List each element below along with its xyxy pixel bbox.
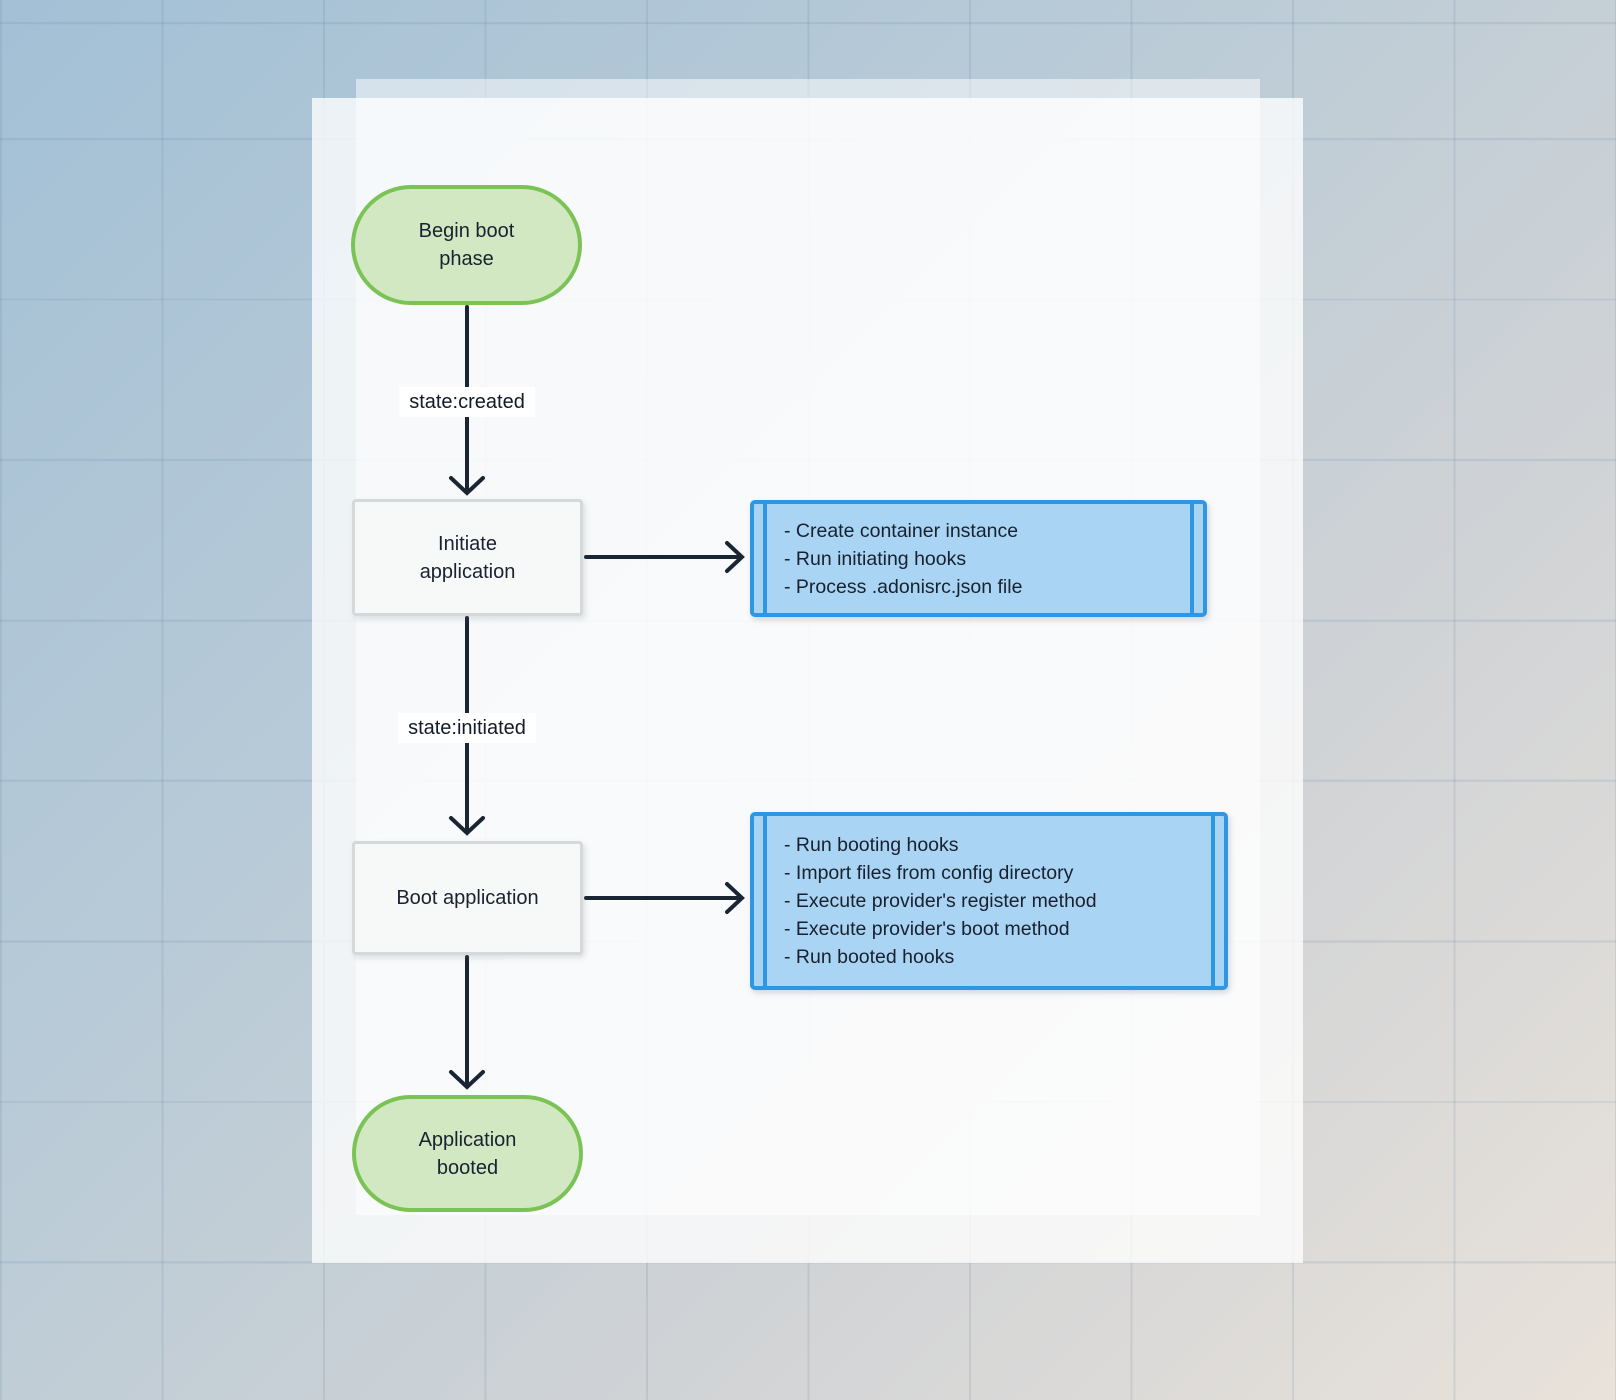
task-box-boot: - Run booting hooks - Import files from … <box>750 812 1228 990</box>
task-item: - Execute provider's register method <box>784 890 1097 912</box>
node-application-booted: Application booted <box>352 1095 583 1212</box>
edge-label-state-initiated: state:initiated <box>398 713 536 743</box>
edge-label-state-created: state:created <box>399 387 535 417</box>
arrowhead-boot-to-tasks <box>725 882 745 914</box>
node-initiate-application: Initiate application <box>352 499 583 616</box>
arrowhead-boot-to-booted <box>449 1070 485 1090</box>
arrowhead-initiate-to-tasks <box>725 541 745 573</box>
node-begin-boot-phase: Begin boot phase <box>351 185 582 305</box>
task-item: - Run initiating hooks <box>784 547 967 570</box>
task-item: - Create container instance <box>784 519 1019 542</box>
task-item: - Run booting hooks <box>784 834 959 856</box>
task-item: - Run booted hooks <box>784 946 955 968</box>
task-item: - Process .adonisrc.json file <box>784 575 1023 598</box>
task-item: - Execute provider's boot method <box>784 918 1070 940</box>
task-box-initiate: - Create container instance - Run initia… <box>750 500 1207 617</box>
arrowhead-begin-to-initiate <box>449 476 485 496</box>
node-boot-application: Boot application <box>352 841 583 955</box>
task-item: - Import files from config directory <box>784 862 1074 884</box>
arrowhead-initiate-to-boot <box>449 816 485 836</box>
